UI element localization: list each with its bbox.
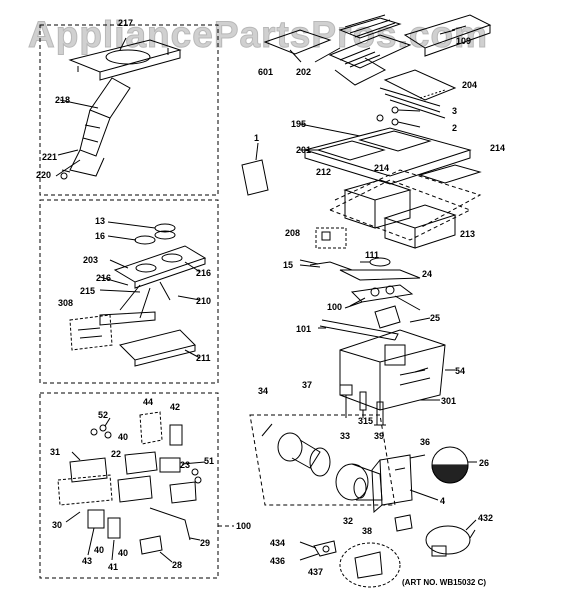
callout-25: 25 bbox=[430, 313, 441, 323]
callout-29: 29 bbox=[200, 538, 211, 548]
detail-26 bbox=[431, 446, 469, 484]
small-parts-33-39 bbox=[339, 384, 386, 426]
grill-top-parts bbox=[263, 14, 492, 128]
callout-315: 315 bbox=[358, 416, 374, 426]
callout-214-left: 214 bbox=[374, 163, 390, 173]
callout-437: 437 bbox=[308, 567, 324, 577]
callout-100-left: 100 bbox=[236, 521, 252, 531]
callout-1: 1 bbox=[254, 133, 260, 143]
callout-202: 202 bbox=[296, 67, 312, 77]
callout-100-right: 100 bbox=[327, 302, 343, 312]
callout-432: 432 bbox=[478, 513, 494, 523]
callout-214-right: 214 bbox=[490, 143, 506, 153]
callout-32: 32 bbox=[343, 516, 354, 526]
callout-26: 26 bbox=[479, 458, 490, 468]
callout-211: 211 bbox=[196, 353, 211, 363]
bracket-437 bbox=[313, 540, 337, 557]
callout-23: 23 bbox=[180, 460, 191, 470]
callout-34: 34 bbox=[258, 386, 269, 396]
callout-52: 52 bbox=[98, 410, 109, 420]
callout-212: 212 bbox=[316, 167, 332, 177]
callout-41: 41 bbox=[108, 562, 119, 572]
callout-3: 3 bbox=[452, 106, 458, 116]
callout-210: 210 bbox=[196, 296, 212, 306]
burner-mounting bbox=[299, 257, 421, 281]
part-601 bbox=[263, 29, 332, 55]
callout-40-bottom-left: 40 bbox=[94, 545, 105, 555]
callout-40-top: 40 bbox=[118, 432, 129, 442]
callout-44: 44 bbox=[143, 397, 154, 407]
callout-221: 221 bbox=[42, 152, 58, 162]
callout-111: 111 bbox=[365, 250, 380, 260]
top-left-assembly bbox=[55, 37, 182, 180]
callout-216-right: 216 bbox=[196, 268, 212, 278]
callout-40-bottom-right: 40 bbox=[118, 548, 129, 558]
callout-220: 220 bbox=[36, 170, 52, 180]
tray bbox=[339, 542, 401, 588]
group-box-left-top bbox=[39, 24, 219, 196]
blower-motor bbox=[261, 423, 383, 501]
callout-39: 39 bbox=[374, 431, 385, 441]
power-cord bbox=[425, 525, 476, 557]
callout-215: 215 bbox=[80, 286, 96, 296]
callout-208: 208 bbox=[285, 228, 301, 238]
callout-37: 37 bbox=[302, 380, 313, 390]
callout-38: 38 bbox=[362, 526, 373, 536]
callout-601: 601 bbox=[258, 67, 274, 77]
lower-chassis bbox=[339, 329, 455, 411]
art-number: (ART NO. WB15032 C) bbox=[402, 578, 487, 587]
callout-36: 36 bbox=[420, 437, 431, 447]
valve-assembly bbox=[319, 284, 421, 341]
callout-218: 218 bbox=[55, 95, 71, 105]
callout-51: 51 bbox=[204, 456, 215, 466]
callout-2: 2 bbox=[452, 123, 458, 133]
callout-31: 31 bbox=[50, 447, 61, 457]
callout-30: 30 bbox=[52, 520, 63, 530]
callout-4: 4 bbox=[440, 496, 446, 506]
housing-4 bbox=[371, 454, 413, 514]
callout-24: 24 bbox=[422, 269, 433, 279]
group-box-left-middle bbox=[39, 199, 219, 384]
callout-217: 217 bbox=[118, 18, 134, 28]
callout-204: 204 bbox=[462, 80, 478, 90]
part-1-manual bbox=[241, 142, 269, 196]
part-201-top bbox=[383, 69, 457, 101]
callout-195: 195 bbox=[291, 119, 307, 129]
callout-43: 43 bbox=[82, 556, 93, 566]
callout-436: 436 bbox=[270, 556, 286, 566]
callout-213: 213 bbox=[460, 229, 476, 239]
callout-42: 42 bbox=[170, 402, 181, 412]
right-leaders bbox=[299, 259, 477, 561]
burner-boxes bbox=[343, 164, 482, 249]
callout-13: 13 bbox=[95, 216, 106, 226]
middle-left-assembly bbox=[69, 221, 207, 367]
bottom-left-assembly bbox=[57, 411, 206, 563]
callout-109: 109 bbox=[456, 36, 472, 46]
part-202 bbox=[338, 17, 402, 39]
callout-203: 203 bbox=[83, 255, 99, 265]
callout-201: 201 bbox=[296, 145, 312, 155]
part-208 bbox=[315, 227, 347, 249]
group-box-left-bottom bbox=[39, 392, 219, 579]
callout-216-left: 216 bbox=[96, 273, 112, 283]
blower-group-box bbox=[249, 414, 396, 506]
callout-28: 28 bbox=[172, 560, 183, 570]
callout-16: 16 bbox=[95, 231, 106, 241]
callout-101: 101 bbox=[296, 324, 312, 334]
watermark: AppliancePartsPros.com bbox=[28, 14, 488, 56]
callout-434: 434 bbox=[270, 538, 286, 548]
callout-15: 15 bbox=[283, 260, 294, 270]
callout-33: 33 bbox=[340, 431, 351, 441]
callout-54: 54 bbox=[455, 366, 466, 376]
callout-22: 22 bbox=[111, 449, 122, 459]
cooktop-frame bbox=[299, 123, 472, 185]
callout-308: 308 bbox=[58, 298, 74, 308]
drip-pans bbox=[328, 169, 482, 241]
callout-301: 301 bbox=[441, 396, 457, 406]
